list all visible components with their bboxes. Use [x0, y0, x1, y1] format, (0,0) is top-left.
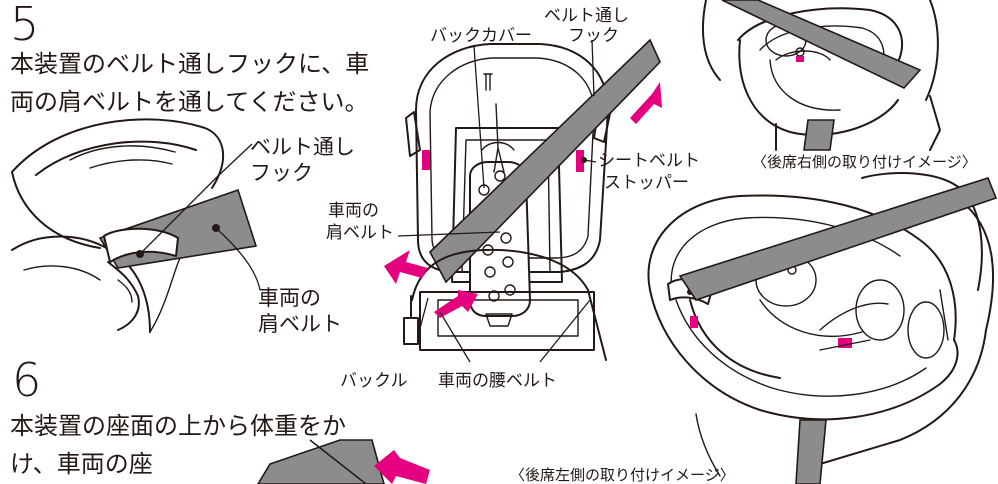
step5-number: 5 [10, 0, 39, 51]
label-buckle: バックル [340, 371, 408, 391]
belt-hook-closeup [103, 227, 179, 263]
step6-block: 6 本装置の座面の上から体重をか け、車両の座 [10, 353, 346, 478]
step6-illustration-partial [257, 439, 430, 484]
label-shoulder-belt-left-2: 肩ベルト [258, 312, 342, 336]
arrow-lap [434, 290, 478, 318]
label-shoulder-belt-left-1: 車両の [258, 286, 321, 310]
label-lap-belt: 車両の腰ベルト [438, 371, 557, 391]
step5-block: 5 本装置のベルト通しフックに、車 両の肩ベルトを通してください。 [10, 0, 369, 116]
buckle-shape [403, 317, 419, 345]
caption-rear-right: 〈後席右側の取り付けイメージ〉 [752, 153, 977, 171]
step5-text-line1: 本装置のベルト通しフックに、車 [10, 50, 369, 78]
rear-left-illustration [647, 172, 998, 484]
arrow-in-left [384, 250, 428, 284]
caption-rear-left: 〈後席左側の取り付けイメージ〉 [510, 466, 735, 484]
shoulder-belt-center [429, 38, 661, 284]
label-back-cover: バックカバー [430, 26, 532, 46]
hook-closeup-illustration [11, 118, 261, 333]
label-shoulder-belt-center-2: 肩ベルト [326, 223, 394, 243]
label-belt-hook-center-2: フック [568, 26, 619, 46]
step6-text-line2: け、車両の座 [10, 450, 153, 478]
step6-number: 6 [12, 353, 41, 407]
rear-right-illustration [701, 0, 941, 151]
seat-rear-illustration [384, 38, 662, 363]
shoulder-belt-rear-right [721, 0, 922, 89]
step5-text-line2: 両の肩ベルトを通してください。 [10, 88, 369, 116]
label-belt-hook-center-1: ベルト通し [544, 6, 629, 26]
arrow-up-right [630, 82, 662, 124]
label-seatbelt-stopper-1: シートベルト [598, 151, 700, 171]
label-shoulder-belt-center-1: 車両の [328, 201, 379, 221]
step6-text-line1: 本装置の座面の上から体重をか [10, 412, 346, 440]
arrow-bottom [374, 450, 430, 484]
label-seatbelt-stopper-2: ストッパー [604, 173, 689, 193]
shoulder-belt-rear-left [678, 177, 998, 301]
label-belt-hook-left-2: フック [250, 161, 313, 185]
seat-belt-bottom [257, 439, 385, 484]
label-belt-hook-left-1: ベルト通し [250, 135, 355, 159]
